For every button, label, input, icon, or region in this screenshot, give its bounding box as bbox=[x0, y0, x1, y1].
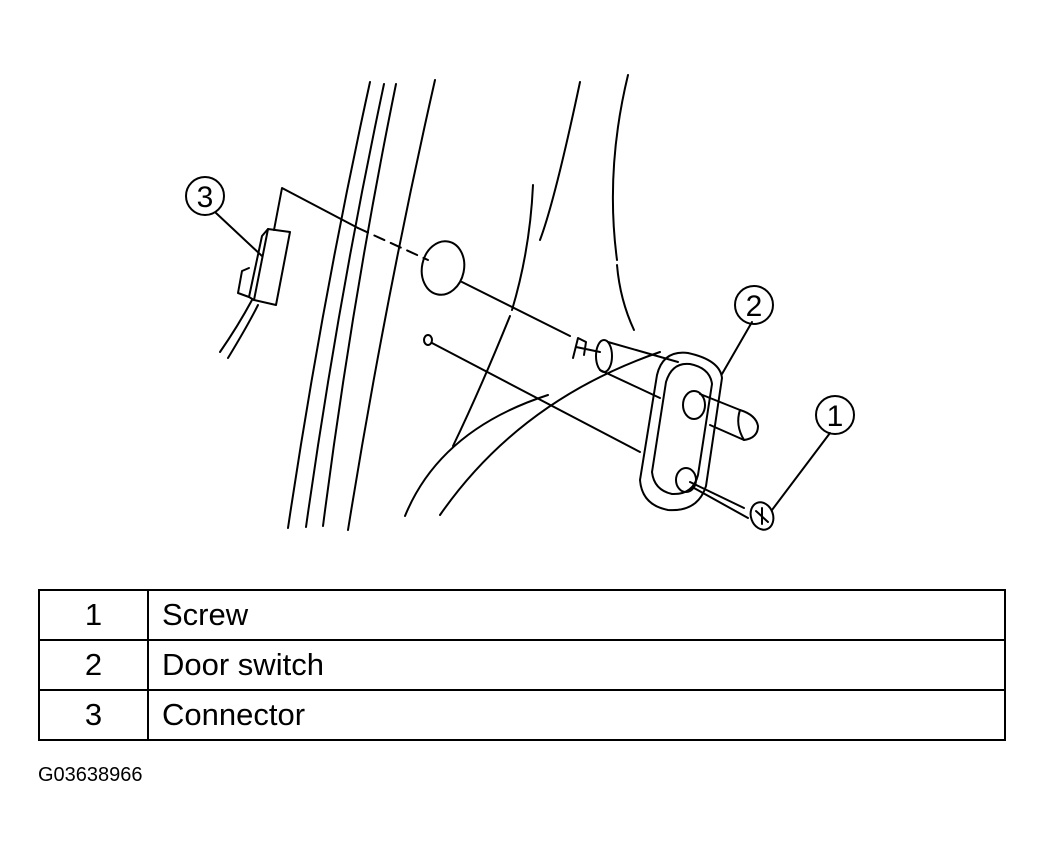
door-panel-hole bbox=[420, 240, 466, 296]
screw-part bbox=[689, 481, 775, 531]
callout-leader-1 bbox=[771, 432, 831, 511]
legend-row: 2 Door switch bbox=[38, 639, 1006, 691]
wire-guide-line bbox=[461, 281, 571, 337]
door-switch-exploded-diagram: 1 2 3 bbox=[185, 74, 855, 531]
svg-text:2: 2 bbox=[746, 290, 763, 323]
connector-part bbox=[219, 228, 291, 359]
wire-dashed-section bbox=[357, 227, 429, 261]
parts-legend-table: 1 Screw 2 Door switch 3 Connector bbox=[38, 589, 1006, 741]
door-frame-lines bbox=[287, 74, 661, 531]
screw-guide-line bbox=[431, 342, 641, 453]
figure-id: G03638966 bbox=[38, 764, 143, 786]
svg-text:1: 1 bbox=[827, 400, 844, 433]
legend-description: Door switch bbox=[147, 639, 1006, 691]
legend-row: 1 Screw bbox=[38, 589, 1006, 641]
legend-number: 3 bbox=[38, 689, 149, 741]
screw-hole bbox=[423, 334, 433, 346]
callout-1: 1 bbox=[815, 395, 855, 435]
callout-3: 3 bbox=[185, 176, 225, 216]
connector-wire bbox=[273, 187, 359, 231]
callout-leader-3 bbox=[215, 212, 263, 257]
legend-row: 3 Connector bbox=[38, 689, 1006, 741]
legend-number: 1 bbox=[38, 589, 149, 641]
callout-2: 2 bbox=[734, 285, 774, 325]
svg-text:3: 3 bbox=[197, 181, 214, 214]
door-switch-part bbox=[572, 337, 759, 512]
legend-description: Connector bbox=[147, 689, 1006, 741]
legend-number: 2 bbox=[38, 639, 149, 691]
callout-leader-2 bbox=[721, 321, 753, 375]
legend-description: Screw bbox=[147, 589, 1006, 641]
